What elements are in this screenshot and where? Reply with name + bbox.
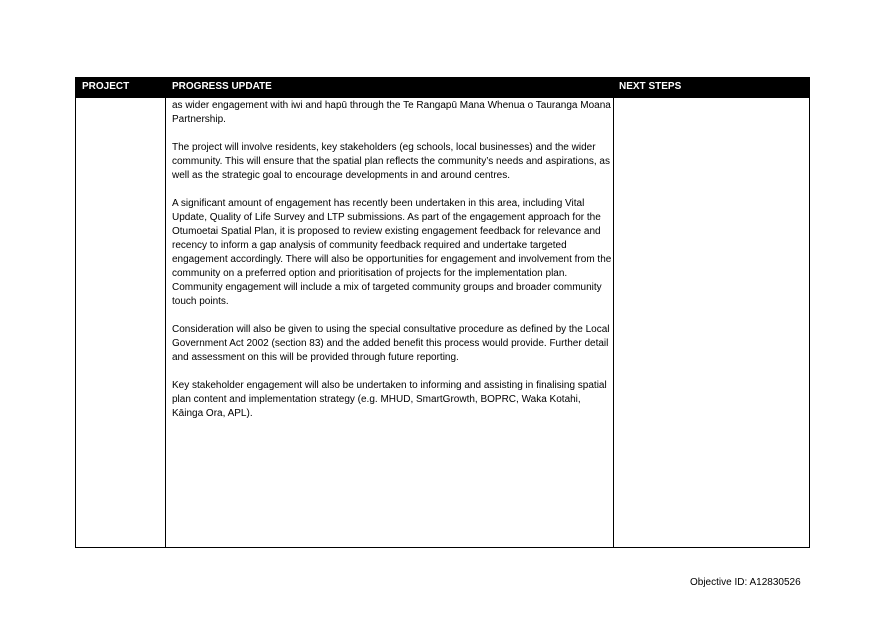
progress-table: PROJECT PROGRESS UPDATE NEXT STEPS as wi… (75, 77, 810, 548)
progress-update-cell: as wider engagement with iwi and hapū th… (172, 99, 612, 435)
progress-paragraph: Key stakeholder engagement will also be … (172, 380, 607, 419)
progress-paragraph: Consideration will also be given to usin… (172, 324, 610, 363)
header-project: PROJECT (82, 81, 130, 92)
header-progress-update: PROGRESS UPDATE (172, 81, 272, 92)
progress-paragraph: A significant amount of engagement has r… (172, 198, 612, 307)
progress-paragraph: as wider engagement with iwi and hapū th… (172, 100, 611, 125)
table-header-row: PROJECT PROGRESS UPDATE NEXT STEPS (76, 78, 809, 98)
header-next-steps: NEXT STEPS (619, 81, 682, 92)
objective-id: Objective ID: A12830526 (690, 577, 801, 588)
column-divider-1 (165, 78, 166, 547)
column-divider-2 (613, 78, 614, 547)
progress-paragraph: The project will involve residents, key … (172, 142, 610, 181)
